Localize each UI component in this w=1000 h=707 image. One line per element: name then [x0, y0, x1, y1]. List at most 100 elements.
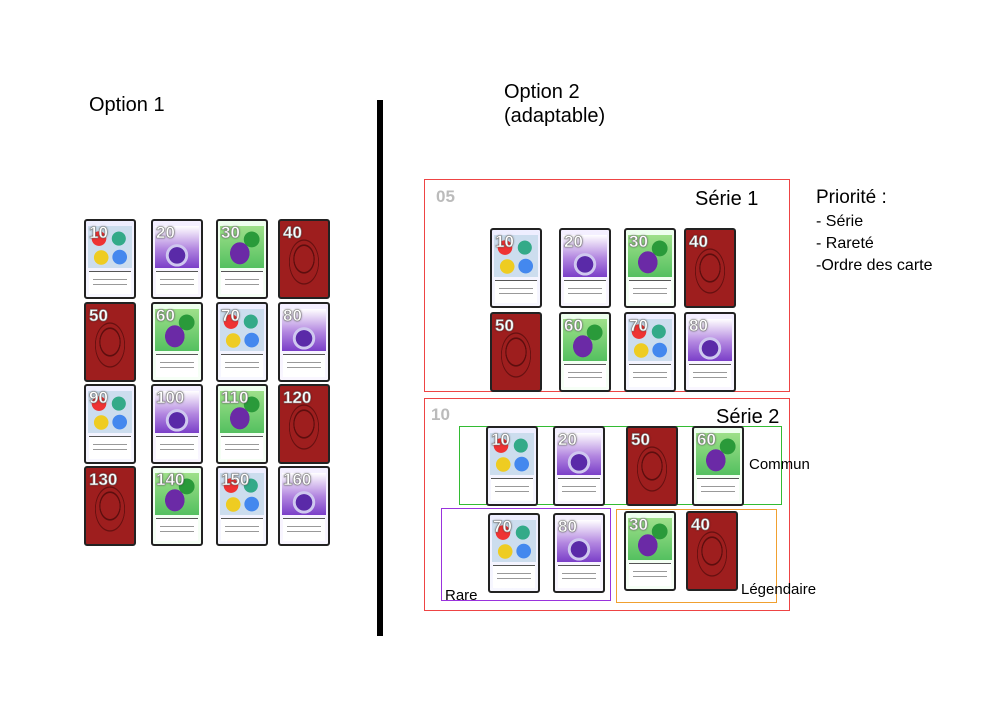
card-artwork — [220, 473, 264, 515]
serie1-title: Série 1 — [695, 188, 759, 210]
card-artwork — [557, 520, 601, 562]
card-red: 40 — [686, 511, 738, 591]
card-number: 70 — [493, 517, 513, 537]
card-artwork — [220, 309, 264, 351]
card-text-box — [221, 518, 263, 541]
card-artwork — [155, 473, 199, 515]
card-number: 70 — [629, 316, 649, 336]
card-red: 130 — [84, 466, 136, 546]
card-artwork — [630, 436, 674, 496]
card-artwork — [494, 235, 538, 277]
card-number: 140 — [156, 470, 185, 490]
card-number: 60 — [697, 430, 717, 450]
card-text-box — [283, 354, 325, 377]
card-text-box — [156, 436, 198, 459]
card-artwork — [563, 235, 607, 277]
card-potion: 80 — [684, 312, 736, 392]
legendaire-group-box — [616, 509, 777, 603]
vertical-divider — [377, 100, 383, 636]
commun-label: Commun — [749, 456, 810, 473]
card-text-box — [493, 565, 535, 588]
serie2-box — [424, 398, 790, 611]
card-artwork — [88, 226, 132, 268]
card-text-box — [558, 478, 600, 501]
card-number: 10 — [495, 232, 515, 252]
card-text-box — [283, 518, 325, 541]
priority-list: - Série - Rareté -Ordre des carte — [816, 211, 932, 277]
option1-title: Option 1 — [89, 94, 165, 116]
card-potion: 100 — [151, 384, 203, 464]
card-text-box — [491, 478, 533, 501]
priority-block: Priorité : - Série - Rareté -Ordre des c… — [816, 187, 932, 277]
card-artwork — [494, 322, 538, 382]
card-text-box — [156, 354, 198, 377]
card-potion: 80 — [278, 302, 330, 382]
serie2-title: Série 2 — [716, 406, 780, 428]
card-number: 10 — [89, 223, 109, 243]
card-number: 130 — [89, 470, 118, 490]
card-number: 60 — [156, 306, 176, 326]
card-text-box — [221, 271, 263, 294]
card-number: 20 — [564, 232, 584, 252]
card-artwork — [628, 235, 672, 277]
card-artwork — [492, 520, 536, 562]
card-rare: 10 — [84, 219, 136, 299]
card-text-box — [564, 280, 606, 303]
card-potion: 20 — [559, 228, 611, 308]
card-number: 60 — [564, 316, 584, 336]
card-number: 30 — [221, 223, 241, 243]
card-slime: 60 — [559, 312, 611, 392]
option2-title: Option 2 (adaptable) — [504, 81, 606, 127]
card-number: 90 — [89, 388, 109, 408]
card-artwork — [690, 521, 734, 581]
card-slime: 30 — [216, 219, 268, 299]
card-number: 100 — [156, 388, 185, 408]
card-number: 20 — [156, 223, 176, 243]
card-rare: 10 — [490, 228, 542, 308]
card-text-box — [156, 518, 198, 541]
card-text-box — [89, 271, 131, 294]
card-rare: 70 — [624, 312, 676, 392]
card-number: 40 — [283, 223, 303, 243]
card-number: 50 — [631, 430, 651, 450]
card-artwork — [628, 518, 672, 560]
card-number: 50 — [89, 306, 109, 326]
legendaire-label: Légendaire — [741, 581, 817, 598]
serie1-number: 05 — [436, 187, 455, 206]
card-number: 30 — [629, 515, 649, 535]
priority-item: - Rareté — [816, 235, 874, 252]
card-number: 30 — [629, 232, 649, 252]
card-potion: 80 — [553, 513, 605, 593]
card-number: 80 — [689, 316, 709, 336]
priority-title: Priorité : — [816, 187, 887, 208]
card-number: 110 — [221, 388, 249, 408]
card-red: 50 — [626, 426, 678, 506]
card-number: 120 — [283, 388, 312, 408]
card-rare: 150 — [216, 466, 268, 546]
card-potion: 160 — [278, 466, 330, 546]
card-artwork — [155, 226, 199, 268]
card-number: 150 — [221, 470, 250, 490]
card-number: 70 — [221, 306, 241, 326]
card-rare: 70 — [216, 302, 268, 382]
card-number: 160 — [283, 470, 312, 490]
card-text-box — [156, 271, 198, 294]
card-text-box — [89, 436, 131, 459]
card-artwork — [282, 309, 326, 351]
card-slime: 60 — [692, 426, 744, 506]
card-red: 50 — [84, 302, 136, 382]
card-number: 20 — [558, 430, 578, 450]
card-rare: 90 — [84, 384, 136, 464]
card-text-box — [629, 563, 671, 586]
priority-item: -Ordre des carte — [816, 257, 933, 274]
card-artwork — [563, 319, 607, 361]
card-artwork — [88, 312, 132, 372]
card-number: 80 — [558, 517, 578, 537]
card-number: 80 — [283, 306, 303, 326]
card-text-box — [558, 565, 600, 588]
card-text-box — [697, 478, 739, 501]
card-artwork — [688, 319, 732, 361]
card-text-box — [221, 436, 263, 459]
card-artwork — [282, 229, 326, 289]
rare-group-box — [441, 508, 611, 601]
